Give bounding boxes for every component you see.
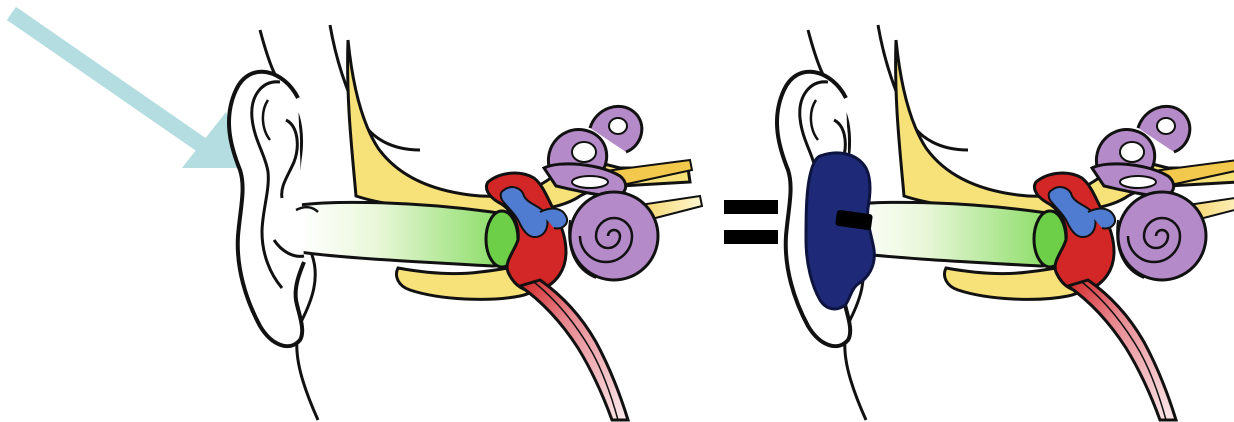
ear-anatomy-without-plug — [229, 25, 702, 420]
arrow-icon — [18, 18, 244, 168]
ear-anatomy-with-earplug — [777, 25, 1234, 420]
earplug-icon — [806, 153, 874, 309]
equals-icon — [724, 200, 778, 244]
